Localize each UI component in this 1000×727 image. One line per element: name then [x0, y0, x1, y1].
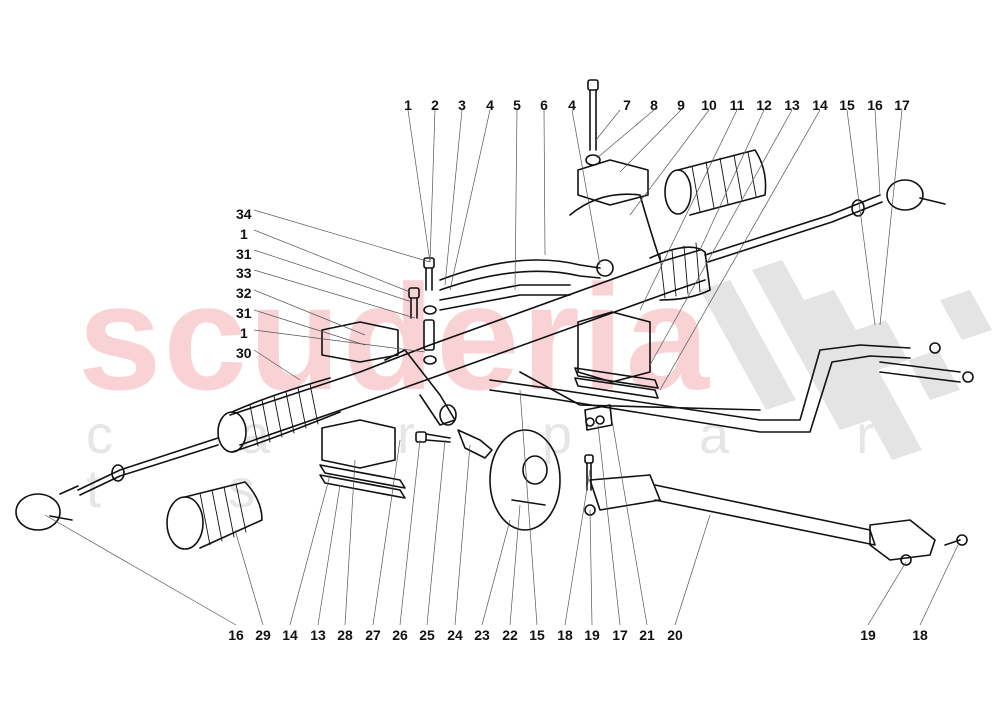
callout-label: 15 — [839, 97, 855, 113]
callout-label: 23 — [474, 627, 490, 643]
callout-label: 9 — [677, 97, 685, 113]
callout-label: 15 — [529, 627, 545, 643]
callout-label: 8 — [650, 97, 658, 113]
callout-label: 31 — [236, 305, 252, 321]
callout-label: 13 — [310, 627, 326, 643]
callout-label: 22 — [502, 627, 518, 643]
callout-label: 12 — [756, 97, 772, 113]
callout-label: 21 — [639, 627, 655, 643]
callout-label: 20 — [667, 627, 683, 643]
callout-label: 1 — [404, 97, 412, 113]
callout-label: 18 — [912, 627, 928, 643]
callout-label: 2 — [431, 97, 439, 113]
callout-label: 27 — [365, 627, 381, 643]
callout-label: 18 — [557, 627, 573, 643]
callout-label: 33 — [236, 265, 252, 281]
checker-flag-watermark — [700, 260, 992, 460]
callout-label: 34 — [236, 206, 252, 222]
callout-label: 4 — [568, 97, 576, 113]
steering-rack-lineart — [15, 79, 974, 566]
callout-label: 16 — [228, 627, 244, 643]
callout-label: 11 — [729, 97, 745, 113]
callout-label: 24 — [447, 627, 463, 643]
callout-label: 1 — [240, 325, 248, 341]
callout-label: 31 — [236, 246, 252, 262]
watermark-scuderia: scuderia — [78, 253, 711, 421]
callout-label: 7 — [623, 97, 631, 113]
callout-label: 14 — [282, 627, 298, 643]
callout-label: 14 — [812, 97, 828, 113]
callout-label: 10 — [701, 97, 717, 113]
callout-label: 17 — [612, 627, 628, 643]
callout-label: 30 — [236, 345, 252, 361]
callout-label: 6 — [540, 97, 548, 113]
callout-label: 5 — [513, 97, 521, 113]
callout-label: 26 — [392, 627, 408, 643]
callout-label: 19 — [584, 627, 600, 643]
callout-label: 13 — [784, 97, 800, 113]
callout-label: 1 — [240, 226, 248, 242]
callout-label: 28 — [337, 627, 353, 643]
callout-label: 16 — [867, 97, 883, 113]
callout-label: 17 — [894, 97, 910, 113]
callout-label: 25 — [419, 627, 435, 643]
callout-label: 19 — [860, 627, 876, 643]
leader-lines — [44, 109, 959, 626]
callout-label: 3 — [458, 97, 466, 113]
callout-label: 4 — [486, 97, 494, 113]
callout-label: 32 — [236, 285, 252, 301]
callout-label: 29 — [255, 627, 271, 643]
